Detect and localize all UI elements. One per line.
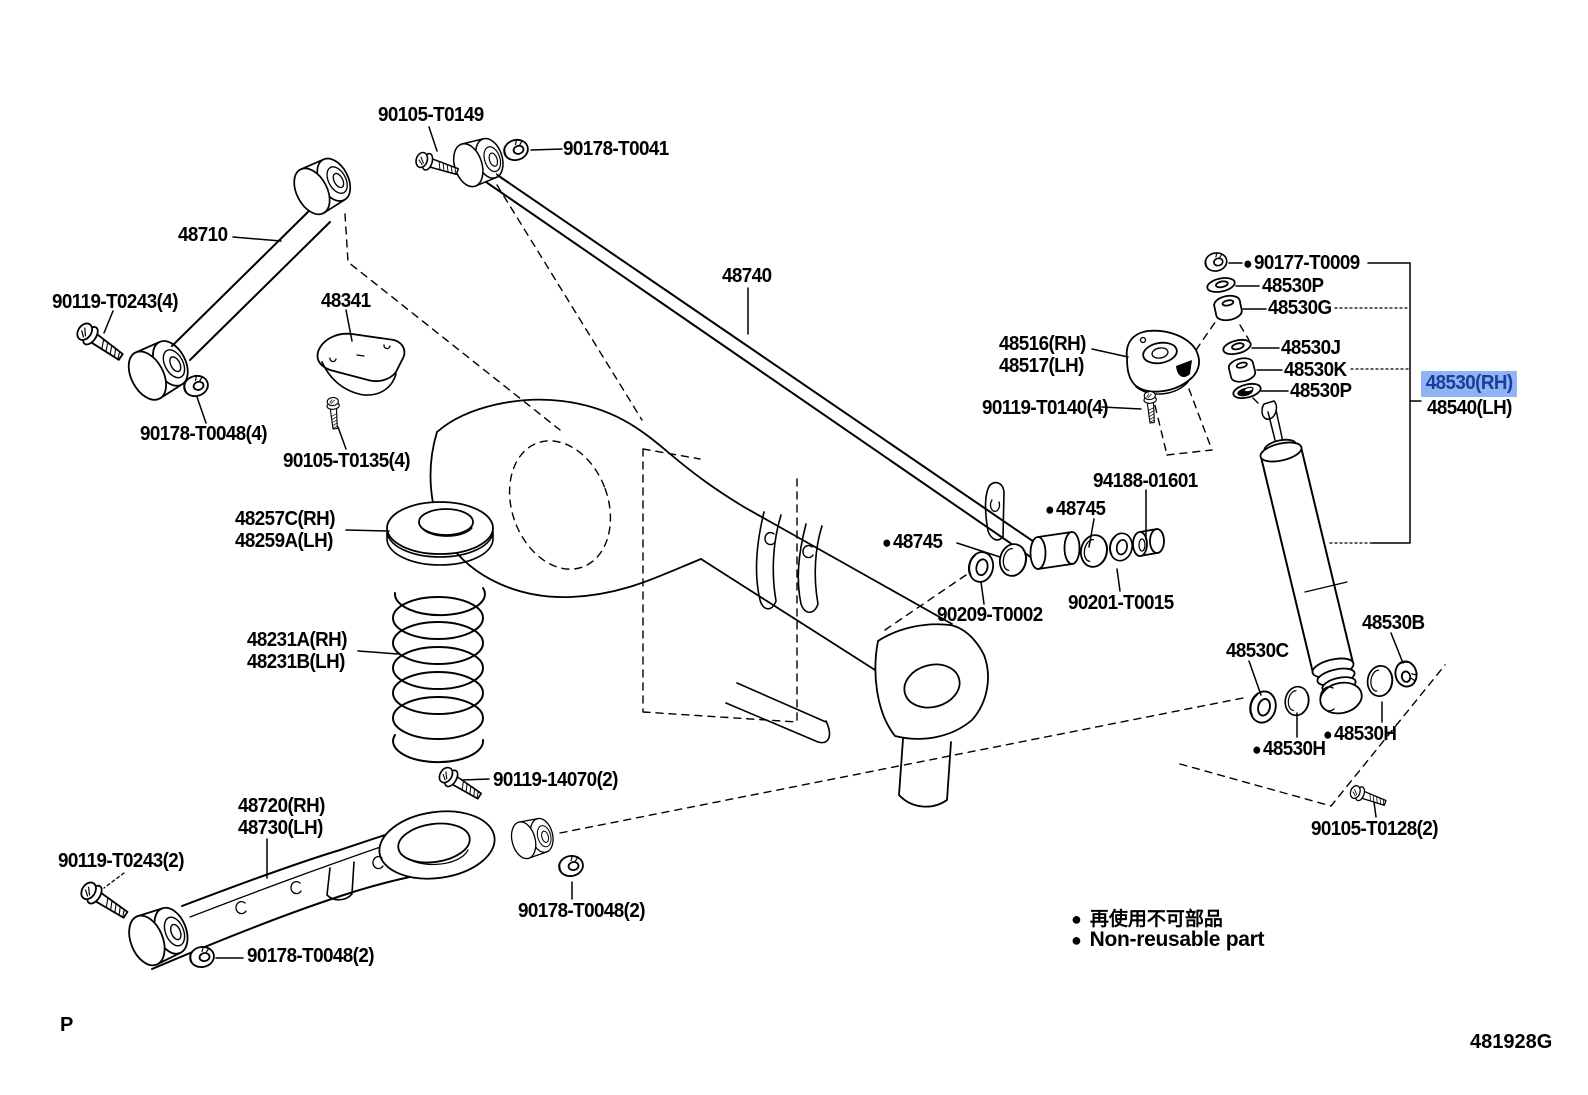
shock-hardware-stack [1202, 250, 1262, 400]
nut-90178-T0041 [500, 136, 532, 164]
part-number: 48530H [1333, 723, 1397, 745]
non-reusable-bullet-icon: ● [882, 533, 892, 552]
part-label-90119-T0140-4[interactable]: 90119-T0140(4) [982, 397, 1108, 419]
nut-90178-T0048-4 [180, 372, 212, 400]
non-reusable-bullet-icon: ● [1243, 254, 1253, 273]
part-label-48530G[interactable]: 48530G [1268, 297, 1332, 319]
part-label-48745-right[interactable]: ●48745 [1045, 498, 1106, 520]
non-reusable-bullet-icon: ● [1071, 909, 1082, 929]
part-label-48231B-LH[interactable]: 48231B(LH) [247, 651, 345, 673]
nut-90178-T0048-2-right [556, 853, 586, 879]
coil-spring-48231-drawing [392, 587, 486, 764]
spring-seat-48257C-drawing [386, 501, 494, 566]
part-label-48745-left[interactable]: ●48745 [882, 531, 943, 553]
bolt-90119-14070-2 [435, 763, 486, 805]
part-label-48530J[interactable]: 48530J [1281, 337, 1341, 359]
part-label-90178-T0048-2-left[interactable]: 90178-T0048(2) [247, 945, 374, 967]
part-label-48341[interactable]: 48341 [321, 290, 371, 312]
part-number: 48745 [892, 531, 943, 553]
part-label-48231A-RH[interactable]: 48231A(RH) [247, 629, 347, 651]
non-reusable-bullet-icon: ● [1045, 500, 1055, 519]
part-label-48530H-left[interactable]: ●48530H [1252, 738, 1326, 760]
part-label-90119-14070-2[interactable]: 90119-14070(2) [493, 769, 618, 791]
part-label-48530P-1[interactable]: 48530P [1262, 275, 1324, 297]
part-label-48517-LH[interactable]: 48517(LH) [999, 355, 1084, 377]
non-reusable-bullet-icon: ● [1252, 740, 1262, 759]
axle-housing-drawing [429, 398, 1005, 808]
bolt-90105-T0128-2 [1347, 783, 1389, 811]
part-label-90119-T0243-4[interactable]: 90119-T0243(4) [52, 291, 178, 313]
bushing-48745-right [1077, 531, 1111, 571]
figure-code: 481928G [1470, 1031, 1553, 1053]
part-label-48720-RH[interactable]: 48720(RH) [238, 795, 325, 817]
part-label-48530C[interactable]: 48530C [1226, 640, 1289, 662]
leader-lines [103, 126, 1422, 959]
part-label-48257C-RH[interactable]: 48257C(RH) [235, 508, 335, 530]
non-reusable-bullet-icon: ● [1071, 930, 1082, 950]
legend-text-jp: 再使用不可部品 [1089, 909, 1223, 930]
part-label-90178-T0048-2-right[interactable]: 90178-T0048(2) [518, 900, 645, 922]
bolt-90119-T0243-4 [72, 318, 128, 367]
part-label-90119-T0243-2[interactable]: 90119-T0243(2) [58, 850, 184, 872]
bump-stop-48341-drawing [316, 332, 406, 396]
part-label-48530B[interactable]: 48530B [1362, 612, 1425, 634]
part-label-48530-RH-selected[interactable]: 48530(RH) [1421, 371, 1518, 397]
part-number: 48530H [1262, 738, 1326, 760]
part-label-90105-T0128-2[interactable]: 90105-T0128(2) [1311, 818, 1438, 840]
bolt-90105-T0149 [413, 149, 461, 181]
part-label-90105-T0149[interactable]: 90105-T0149 [378, 104, 484, 126]
part-label-48540-LH[interactable]: 48540(LH) [1427, 397, 1512, 419]
part-label-48530H-right[interactable]: ●48530H [1323, 723, 1397, 745]
page-letter: P [60, 1014, 74, 1036]
construction-dashed-lines [344, 184, 1446, 834]
part-label-48516-RH[interactable]: 48516(RH) [999, 333, 1086, 355]
bolt-90119-T0243-2 [76, 877, 132, 925]
part-label-48730-LH[interactable]: 48730(LH) [238, 817, 323, 839]
non-reusable-bullet-icon: ● [1323, 725, 1333, 744]
collar-94188-01601 [1132, 528, 1165, 557]
part-number: 48745 [1055, 498, 1106, 520]
part-label-90178-T0041[interactable]: 90178-T0041 [563, 138, 669, 160]
nut-90178-T0048-2-left [187, 944, 217, 970]
part-label-90105-T0135-4[interactable]: 90105-T0135(4) [283, 450, 410, 472]
part-label-48259A-LH[interactable]: 48259A(LH) [235, 530, 333, 552]
part-label-90177-T0009[interactable]: ●90177-T0009 [1243, 253, 1360, 274]
trailing-arm-48710-drawing [120, 150, 359, 408]
legend-text-en: Non-reusable part [1089, 928, 1265, 951]
upper-mount-48516-drawing [1125, 329, 1200, 395]
washer-90201-T0015 [1106, 530, 1136, 564]
part-label-48740[interactable]: 48740 [722, 265, 772, 287]
part-label-48710[interactable]: 48710 [178, 224, 228, 246]
legend-non-reusable-jp: ● 再使用不可部品 [1071, 904, 1223, 931]
bolt-90105-T0135-4 [325, 396, 342, 430]
shock-absorber-48530-drawing [1259, 400, 1363, 715]
lower-arm-48720-drawing [121, 810, 558, 972]
part-label-48530K[interactable]: 48530K [1284, 359, 1347, 381]
part-label-94188-01601[interactable]: 94188-01601 [1093, 470, 1198, 492]
part-label-90201-T0015[interactable]: 90201-T0015 [1068, 592, 1174, 614]
panhard-rod-48740-drawing [447, 132, 1081, 570]
part-label-90178-T0048-4[interactable]: 90178-T0048(4) [140, 423, 267, 445]
part-number: 90177-T0009 [1253, 252, 1360, 274]
legend-non-reusable-en: ● Non-reusable part [1071, 928, 1264, 952]
part-label-90209-T0002[interactable]: 90209-T0002 [937, 604, 1043, 626]
bushing-48745-left [996, 540, 1030, 580]
part-label-48530P-2[interactable]: 48530P [1290, 380, 1352, 402]
